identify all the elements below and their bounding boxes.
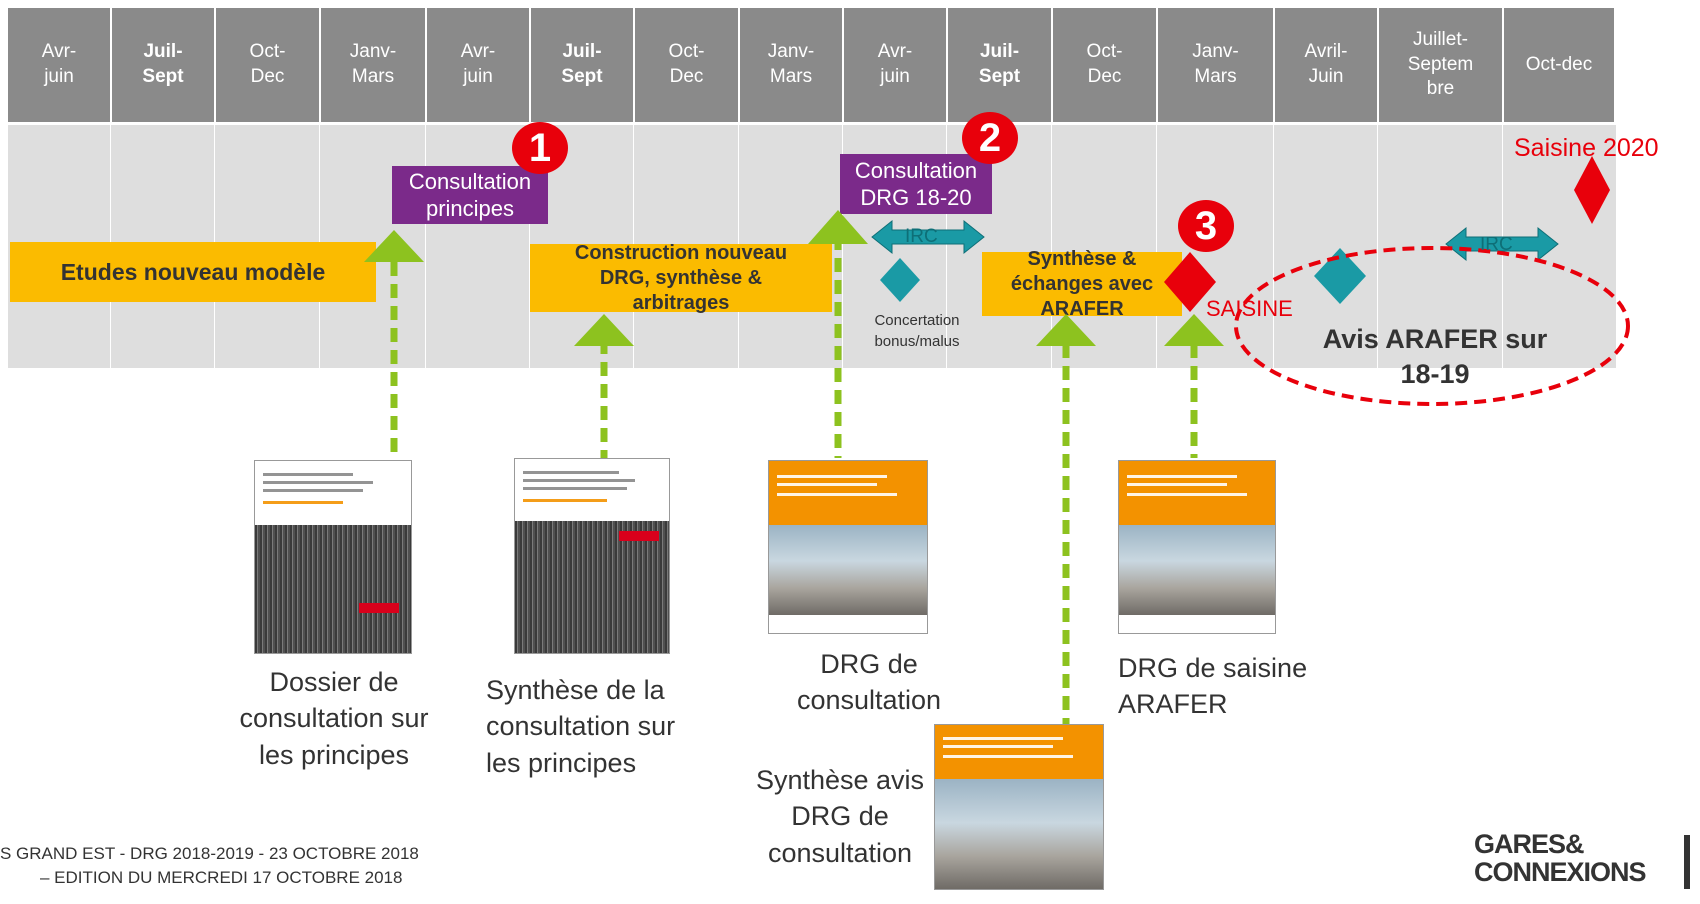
period-header-12: Janv- Mars [1158,8,1273,122]
footer-line-1: S GRAND EST - DRG 2018-2019 - 23 OCTOBRE… [0,844,419,863]
doc-thumbnail-drg-saisine [1118,460,1276,634]
task-construction-drg: Construction nouveau DRG, synthèse & arb… [530,242,832,314]
footer-line-2: – EDITION DU MERCREDI 17 OCTOBRE 2018 [40,868,403,887]
period-header-2: Juil- Sept [112,8,214,122]
period-header-3: Oct- Dec [216,8,319,122]
period-header-5: Avr- juin [427,8,529,122]
caption-synthese-avis: Synthèse avis DRG de consultation [755,765,925,868]
period-header-1: Avr- juin [8,8,110,122]
caption-dossier-consultation: Dossier de consultation sur les principe… [239,667,429,770]
period-header-9: Avr- juin [844,8,946,122]
irc-arrow-2 [1445,226,1559,262]
irc-arrow-1 [871,219,985,255]
period-header-6: Juil- Sept [531,8,633,122]
period-header-15: Oct-dec [1504,8,1614,122]
band-column-separator [946,124,947,368]
caption-synthese-consultation: Synthèse de la consultation sur les prin… [486,675,676,778]
band-column-separator [1156,124,1157,368]
avis-arafer-label: Avis ARAFER sur 18-19 [1322,324,1548,390]
saisine-label: SAISINE [1206,296,1293,321]
band-column-separator [1051,124,1052,368]
period-header-7: Oct- Dec [635,8,738,122]
period-header-11: Oct- Dec [1053,8,1156,122]
doc-thumbnail-synthese-consultation [514,458,670,654]
irc-label-2: IRC [1480,234,1513,255]
arrow-head-4 [1036,314,1096,346]
avis-ellipse [1234,246,1630,406]
band-column-separator [529,124,530,368]
milestone-badge-3: 3 [1178,200,1234,252]
task-etudes-nouveau-modele: Etudes nouveau modèle [10,242,376,302]
period-header-10: Juil- Sept [948,8,1051,122]
doc-thumbnail-synthese-avis [934,724,1104,890]
concertation-diamond [880,258,920,302]
irc-label-1: IRC [905,226,938,247]
caption-drg-saisine: DRG de saisine ARAFER [1118,653,1308,720]
band-column-separator [842,124,843,368]
gares-connexions-logo: GARES& CONNEXIONS [1468,825,1698,895]
doc-thumbnail-drg-consultation [768,460,928,634]
doc-thumbnail-dossier-consultation [254,460,412,654]
band-column-separator [1273,124,1274,368]
saisine-diamond [1164,252,1216,312]
arrow-head-1 [364,230,424,262]
period-header-8: Janv- Mars [740,8,842,122]
arrow-head-5 [1164,314,1224,346]
milestone-badge-1: 1 [512,122,568,174]
task-synthese-arafer: Synthèse & échanges avec ARAFER [982,248,1182,320]
consultation-drg-box: Consultation DRG 18-20 [840,154,992,214]
period-header-14: Juillet- Septem bre [1379,8,1502,122]
logo-text-bottom: CONNEXIONS [1474,857,1647,887]
concertation-label: Concertation bonus/malus [874,312,960,350]
band-column-separator [1377,124,1378,368]
logo-text-top: GARES& [1474,829,1585,859]
saisine-2020-diamond [1574,156,1610,224]
period-header-13: Avril- Juin [1275,8,1377,122]
saisine-2020-label: Saisine 2020 [1514,134,1659,162]
consultation-principes-box: Consultation principes [392,166,548,224]
arrow-head-3 [808,210,868,244]
band-column-separator [425,124,426,368]
milestone-badge-2: 2 [962,112,1018,164]
caption-drg-consultation: DRG de consultation [796,649,942,716]
arrow-head-2 [574,314,634,346]
period-header-4: Janv- Mars [321,8,425,122]
avis-diamond [1314,248,1366,304]
